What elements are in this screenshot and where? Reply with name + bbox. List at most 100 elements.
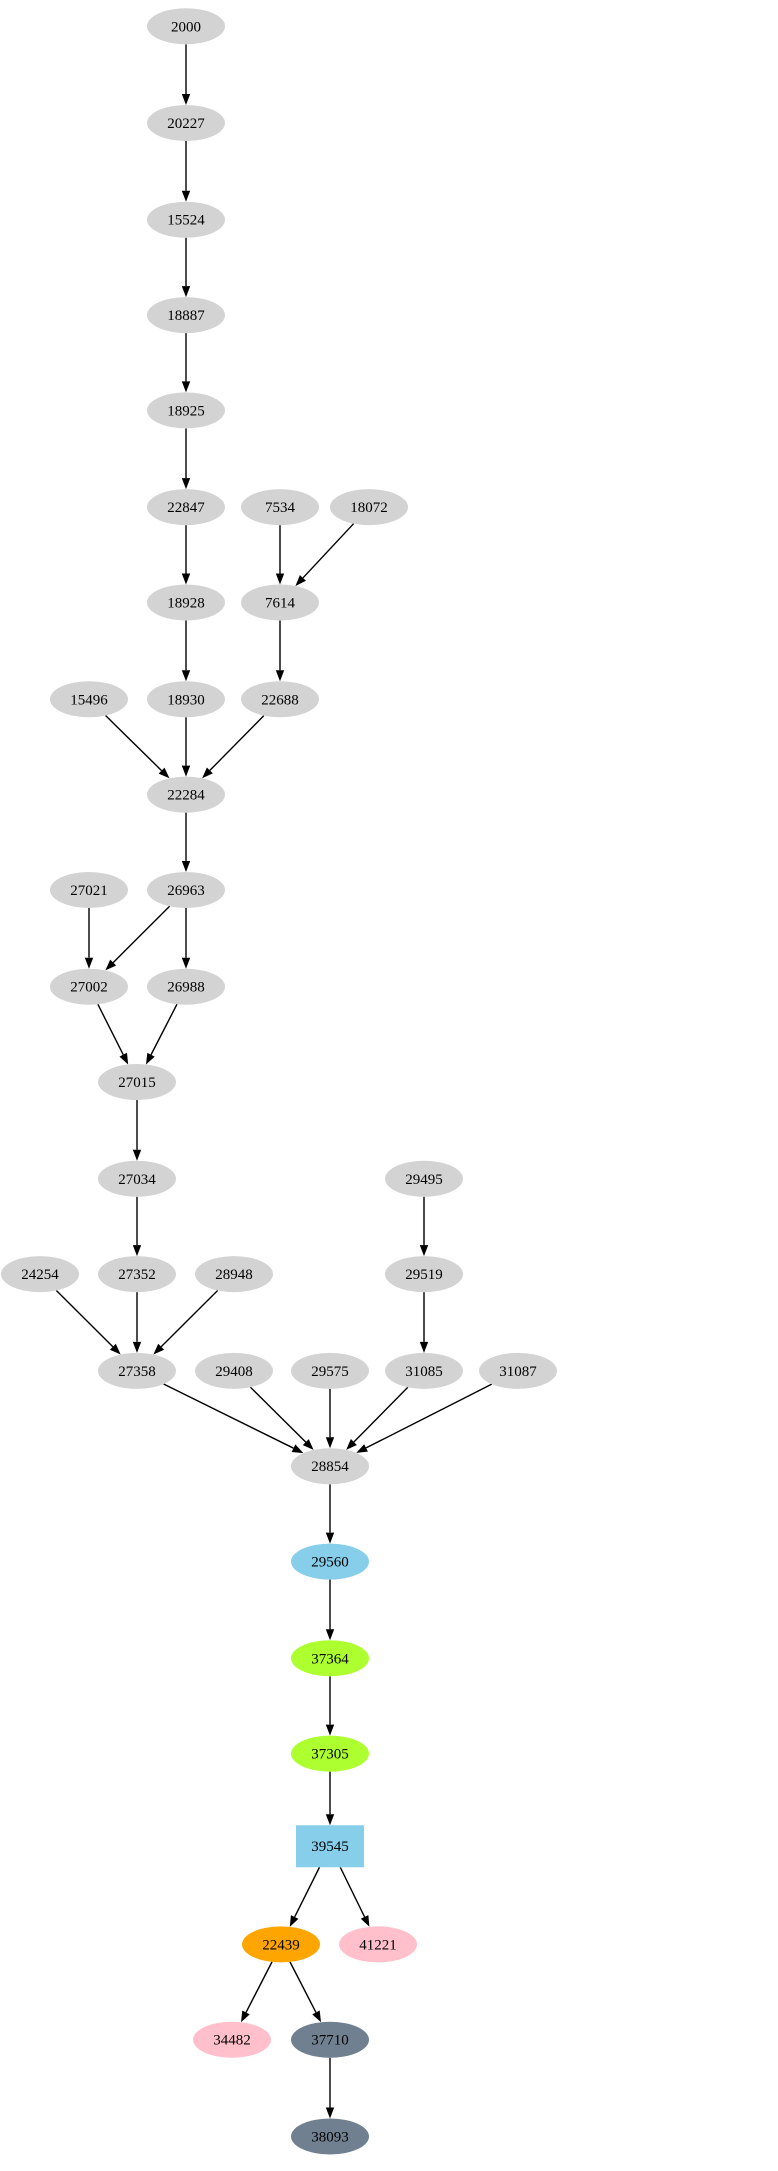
graph-node-38093[interactable]: 38093 bbox=[291, 2118, 369, 2155]
graph-node-29560[interactable]: 29560 bbox=[291, 1543, 369, 1580]
node-ellipse-shape[interactable] bbox=[147, 392, 225, 429]
graph-node-27002[interactable]: 27002 bbox=[50, 968, 128, 1005]
edge-line bbox=[245, 1961, 273, 2013]
graph-node-2000[interactable]: 2000 bbox=[147, 8, 225, 45]
graph-node-29519[interactable]: 29519 bbox=[385, 1256, 463, 1293]
arrowhead-icon bbox=[119, 1052, 129, 1065]
node-ellipse-shape[interactable] bbox=[330, 489, 408, 526]
node-ellipse-shape[interactable] bbox=[147, 489, 225, 526]
graph-node-22688[interactable]: 22688 bbox=[241, 681, 319, 718]
node-ellipse-shape[interactable] bbox=[147, 297, 225, 334]
graph-node-22284[interactable]: 22284 bbox=[147, 776, 225, 813]
graph-node-18928[interactable]: 18928 bbox=[147, 584, 225, 621]
node-ellipse-shape[interactable] bbox=[147, 871, 225, 908]
node-ellipse-shape[interactable] bbox=[98, 1256, 176, 1293]
graph-edge bbox=[132, 1100, 142, 1161]
node-ellipse-shape[interactable] bbox=[291, 2021, 369, 2058]
node-ellipse-shape[interactable] bbox=[193, 2021, 271, 2058]
graph-node-7614[interactable]: 7614 bbox=[241, 584, 319, 621]
graph-node-28854[interactable]: 28854 bbox=[291, 1448, 369, 1485]
graph-node-18925[interactable]: 18925 bbox=[147, 392, 225, 429]
node-ellipse-shape[interactable] bbox=[242, 1926, 320, 1963]
node-ellipse-shape[interactable] bbox=[241, 584, 319, 621]
edge-line bbox=[105, 715, 163, 772]
edge-line bbox=[112, 905, 171, 964]
node-ellipse-shape[interactable] bbox=[291, 1448, 369, 1485]
node-ellipse-shape[interactable] bbox=[241, 489, 319, 526]
arrowhead-icon bbox=[84, 957, 94, 969]
node-ellipse-shape[interactable] bbox=[147, 968, 225, 1005]
graph-node-41221[interactable]: 41221 bbox=[339, 1926, 417, 1963]
graph-node-27021[interactable]: 27021 bbox=[50, 871, 128, 908]
node-ellipse-shape[interactable] bbox=[291, 1352, 369, 1389]
node-ellipse-shape[interactable] bbox=[98, 1352, 176, 1389]
graph-edge bbox=[181, 620, 191, 682]
graph-node-18887[interactable]: 18887 bbox=[147, 297, 225, 334]
graph-node-27352[interactable]: 27352 bbox=[98, 1256, 176, 1293]
arrowhead-icon bbox=[325, 1437, 335, 1449]
graph-node-34482[interactable]: 34482 bbox=[193, 2021, 271, 2058]
graph-node-37710[interactable]: 37710 bbox=[291, 2021, 369, 2058]
node-ellipse-shape[interactable] bbox=[241, 681, 319, 718]
node-ellipse-shape[interactable] bbox=[291, 1543, 369, 1580]
node-box-shape[interactable] bbox=[296, 1825, 364, 1868]
graph-node-27015[interactable]: 27015 bbox=[98, 1064, 176, 1101]
arrowhead-icon bbox=[346, 1439, 357, 1450]
arrowhead-icon bbox=[132, 1149, 142, 1161]
graph-node-27358[interactable]: 27358 bbox=[98, 1352, 176, 1389]
arrowhead-icon bbox=[153, 1343, 165, 1355]
node-ellipse-shape[interactable] bbox=[385, 1160, 463, 1197]
graph-node-29575[interactable]: 29575 bbox=[291, 1352, 369, 1389]
graph-node-18930[interactable]: 18930 bbox=[147, 681, 225, 718]
graph-node-37305[interactable]: 37305 bbox=[291, 1735, 369, 1772]
graph-node-18072[interactable]: 18072 bbox=[330, 489, 408, 526]
graph-node-29408[interactable]: 29408 bbox=[195, 1352, 273, 1389]
arrowhead-icon bbox=[181, 860, 191, 872]
node-ellipse-shape[interactable] bbox=[147, 8, 225, 45]
graph-node-22439[interactable]: 22439 bbox=[242, 1926, 320, 1963]
graph-node-26988[interactable]: 26988 bbox=[147, 968, 225, 1005]
node-ellipse-shape[interactable] bbox=[195, 1352, 273, 1389]
graph-node-26963[interactable]: 26963 bbox=[147, 871, 225, 908]
graph-edge bbox=[146, 1003, 178, 1065]
graph-node-28948[interactable]: 28948 bbox=[195, 1256, 273, 1293]
node-ellipse-shape[interactable] bbox=[50, 968, 128, 1005]
node-ellipse-shape[interactable] bbox=[147, 681, 225, 718]
arrowhead-icon bbox=[291, 1444, 304, 1454]
node-ellipse-shape[interactable] bbox=[291, 2118, 369, 2155]
node-ellipse-shape[interactable] bbox=[50, 871, 128, 908]
arrowhead-icon bbox=[356, 1444, 368, 1453]
node-ellipse-shape[interactable] bbox=[385, 1256, 463, 1293]
node-ellipse-shape[interactable] bbox=[147, 201, 225, 238]
node-ellipse-shape[interactable] bbox=[385, 1352, 463, 1389]
arrowhead-icon bbox=[181, 957, 191, 969]
node-ellipse-shape[interactable] bbox=[50, 681, 128, 718]
node-ellipse-shape[interactable] bbox=[98, 1160, 176, 1197]
graph-node-37364[interactable]: 37364 bbox=[291, 1640, 369, 1677]
graph-node-24254[interactable]: 24254 bbox=[1, 1256, 79, 1293]
graph-edge bbox=[241, 1961, 273, 2023]
node-ellipse-shape[interactable] bbox=[291, 1735, 369, 1772]
arrowhead-icon bbox=[275, 670, 285, 682]
node-ellipse-shape[interactable] bbox=[147, 776, 225, 813]
graph-node-39545[interactable]: 39545 bbox=[296, 1825, 364, 1868]
node-ellipse-shape[interactable] bbox=[98, 1064, 176, 1101]
graph-node-15496[interactable]: 15496 bbox=[50, 681, 128, 718]
graph-node-29495[interactable]: 29495 bbox=[385, 1160, 463, 1197]
node-ellipse-shape[interactable] bbox=[147, 104, 225, 141]
node-ellipse-shape[interactable] bbox=[339, 1926, 417, 1963]
arrowhead-icon bbox=[360, 1915, 370, 1927]
graph-edge bbox=[181, 237, 191, 298]
graph-node-7534[interactable]: 7534 bbox=[241, 489, 319, 526]
node-ellipse-shape[interactable] bbox=[195, 1256, 273, 1293]
node-ellipse-shape[interactable] bbox=[1, 1256, 79, 1293]
graph-node-20227[interactable]: 20227 bbox=[147, 104, 225, 141]
graph-node-31087[interactable]: 31087 bbox=[479, 1352, 557, 1389]
node-ellipse-shape[interactable] bbox=[479, 1352, 557, 1389]
graph-node-15524[interactable]: 15524 bbox=[147, 201, 225, 238]
graph-node-27034[interactable]: 27034 bbox=[98, 1160, 176, 1197]
graph-node-31085[interactable]: 31085 bbox=[385, 1352, 463, 1389]
node-ellipse-shape[interactable] bbox=[291, 1640, 369, 1677]
graph-node-22847[interactable]: 22847 bbox=[147, 489, 225, 526]
node-ellipse-shape[interactable] bbox=[147, 584, 225, 621]
